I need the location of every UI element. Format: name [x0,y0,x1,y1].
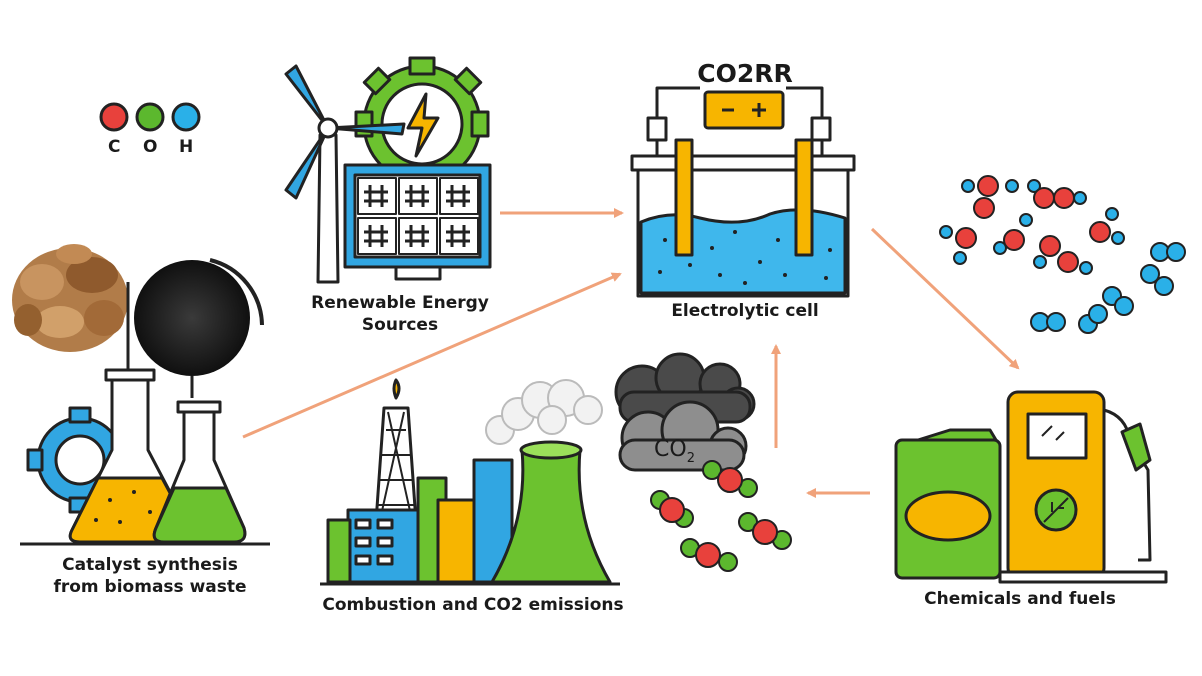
factory-icon [320,378,620,586]
carbon-sphere-image [134,260,250,376]
renewable-energy-label-line2: Sources [361,315,439,335]
solar-panel-icon [343,163,492,281]
smoke-icon [485,379,603,445]
electrolytic-cell-label: Electrolytic cell [671,301,819,321]
legend-o-label: O [143,137,158,157]
renewable-energy-label-line1: Renewable Energy [311,293,489,313]
electrolytic-cell-icon [630,86,856,298]
cycle-arrows [242,208,1020,498]
catalyst-synthesis-label: Catalyst synthesis from biomass waste [30,554,270,598]
fuel-pump-icon [998,390,1168,584]
catalyst-synthesis-label-line2: from biomass waste [53,577,247,597]
arrow-cell-to-chemicals [870,227,1020,370]
jerry-can-icon [894,428,1002,580]
legend-c-label: C [108,137,121,157]
hydrocarbon-molecules-icon [939,175,1186,334]
co2-cloud-icon [614,352,756,472]
arrow-catalyst-to-cell [242,272,622,439]
chemicals-fuels-icon [894,390,1168,584]
biomass-shells-image [12,244,128,352]
renewable-energy-icon [284,56,492,284]
co2rr-title: CO2RR [697,59,793,88]
wind-turbine-icon [284,64,406,284]
catalyst-synthesis-label-line1: Catalyst synthesis [62,555,238,575]
hydrogen-atom-icon [171,102,201,132]
co2-molecules-icon [650,460,792,572]
catalyst-synthesis-icon [12,244,270,546]
atom-legend [99,102,201,132]
chemicals-fuels-label: Chemicals and fuels [924,589,1116,609]
battery-icon [703,90,785,130]
carbon-atom-icon [99,102,129,132]
legend-h-label: H [179,137,194,157]
oxygen-atom-icon [135,102,165,132]
renewable-energy-label: Renewable Energy Sources [290,292,510,336]
co2-cloud-label: CO2 [654,437,695,466]
combustion-label: Combustion and CO2 emissions [322,595,624,615]
